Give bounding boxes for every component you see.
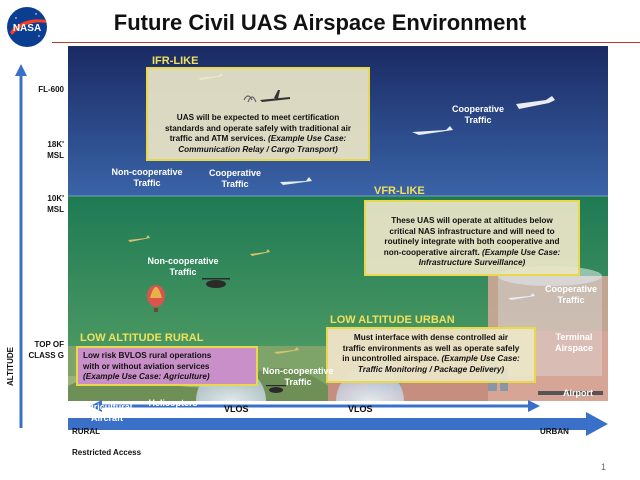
noncoop-traffic-low-line1: Non-cooperative xyxy=(147,256,219,266)
rural-text-line2: with or without aviation services xyxy=(83,361,210,371)
urban-text-line1: Must interface with dense controlled air xyxy=(353,333,509,342)
rural-text-line3: (Example Use Case: Agriculture) xyxy=(83,372,210,381)
classg-label-line1: TOP OF xyxy=(34,340,65,349)
coop-traffic-high-line2: Traffic xyxy=(464,115,492,125)
vfr-text-line1: These UAS will operate at altitudes belo… xyxy=(391,216,553,225)
ifr-text-line3: traffic and ATM services. xyxy=(169,134,266,143)
ifr-text-line1: UAS will be expected to meet certificati… xyxy=(176,113,340,122)
coop-traffic-high: Cooperative Traffic xyxy=(438,104,518,126)
uas-aircraft-icon xyxy=(243,90,290,103)
msl10-label-line1: 10K' xyxy=(47,194,64,203)
rural-axis-label: RURAL xyxy=(72,427,100,436)
page-number: 1 xyxy=(600,462,606,472)
msl18-label-line1: 18K' xyxy=(47,140,64,149)
vfr-text-line4-italic: (Example Use Case: xyxy=(482,247,561,257)
helicopters-label: Helicopters xyxy=(148,398,198,408)
urban-text-line3: in uncontrolled airspace. xyxy=(342,354,440,363)
msl10-label-line2: MSL xyxy=(47,205,64,214)
altitude-axis-label: ALTITUDE xyxy=(6,347,15,386)
restricted-access-label: Restricted Access xyxy=(72,448,142,457)
urban-text-line2: traffic environments as well as operate … xyxy=(342,343,520,353)
vfr-text-line4: non-cooperative aircraft. xyxy=(383,247,480,257)
coop-traffic-right-line1: Cooperative xyxy=(544,284,597,294)
urban-axis-label: URBAN xyxy=(540,427,569,436)
noncoop-traffic-mid: Non-cooperative Traffic xyxy=(104,167,190,189)
coop-traffic-right: Cooperative Traffic xyxy=(536,284,606,306)
coop-traffic-right-line2: Traffic xyxy=(557,295,585,305)
noncoop-traffic-mid-line1: Non-cooperative xyxy=(111,167,183,177)
noncoop-traffic-ground-line1: Non-cooperative xyxy=(262,366,334,376)
rural-text-line1: Low risk BVLOS rural operations xyxy=(83,351,212,360)
noncoop-traffic-mid-line2: Traffic xyxy=(133,178,161,188)
airspace-background xyxy=(68,46,608,436)
airport-label: Airport xyxy=(563,388,593,398)
terminal-airspace-label: Terminal Airspace xyxy=(544,332,604,354)
vlos-left-label: VLOS xyxy=(224,404,249,414)
nasa-logo-text: NASA xyxy=(13,23,41,34)
ifr-text-line4: Communication Relay / Cargo Transport) xyxy=(178,144,338,154)
agricultural-aircraft-label: Agricultural Aircraft xyxy=(74,402,140,424)
noncoop-traffic-low: Non-cooperative Traffic xyxy=(140,256,226,278)
terminal-line1: Terminal xyxy=(555,332,593,342)
fl600-label: FL-600 xyxy=(38,85,64,94)
nasa-logo: NASA xyxy=(7,7,47,47)
rural-box: Low risk BVLOS rural operations with or … xyxy=(76,346,258,386)
vlos-right-label: VLOS xyxy=(348,404,373,414)
vfr-text-line5: Infrastructure Surveillance) xyxy=(418,258,526,267)
urban-title: LOW ALTITUDE URBAN xyxy=(330,314,455,326)
coop-traffic-high-line1: Cooperative xyxy=(451,104,504,114)
urban-box: Must interface with dense controlled air… xyxy=(326,327,536,383)
ifr-text-line3-italic: (Example Use Case: xyxy=(268,134,347,143)
vfr-title: VFR-LIKE xyxy=(374,185,425,197)
coop-traffic-mid-line2: Traffic xyxy=(221,179,249,189)
coop-traffic-mid-line1: Cooperative xyxy=(208,168,261,178)
vfr-box: These UAS will operate at altitudes belo… xyxy=(364,200,580,276)
title-divider xyxy=(52,42,640,43)
vfr-text-line2: critical NAS infrastructure and will nee… xyxy=(389,226,555,236)
urban-text-line3-italic: (Example Use Case: xyxy=(441,354,520,363)
page-title: Future Civil UAS Airspace Environment xyxy=(113,10,527,35)
ifr-title: IFR-LIKE xyxy=(152,55,199,67)
noncoop-traffic-ground-line2: Traffic xyxy=(284,377,312,387)
altitude-axis-arrow xyxy=(15,64,27,428)
coop-traffic-mid: Cooperative Traffic xyxy=(200,168,270,190)
terminal-line2: Airspace xyxy=(554,343,594,353)
agricultural-line2: Aircraft xyxy=(90,413,123,423)
urban-text-line4: Traffic Monitoring / Package Delivery) xyxy=(357,364,505,374)
ifr-text-line2: standards and operate safely with tradit… xyxy=(164,123,352,133)
routine-access-label: Routine Access xyxy=(510,448,570,457)
ifr-box: UAS will be expected to meet certificati… xyxy=(146,67,370,161)
vfr-text-line3: routinely integrate with both cooperativ… xyxy=(384,237,560,246)
msl18-label-line2: MSL xyxy=(47,151,64,160)
rural-title: LOW ALTITUDE RURAL xyxy=(80,332,204,344)
noncoop-traffic-ground: Non-cooperative Traffic xyxy=(256,366,340,388)
classg-label-line2: CLASS G xyxy=(28,351,64,360)
noncoop-traffic-low-line2: Traffic xyxy=(169,267,197,277)
time-notional-label: TIME (Notional) xyxy=(282,448,341,457)
agricultural-line1: Agricultural xyxy=(81,402,133,412)
